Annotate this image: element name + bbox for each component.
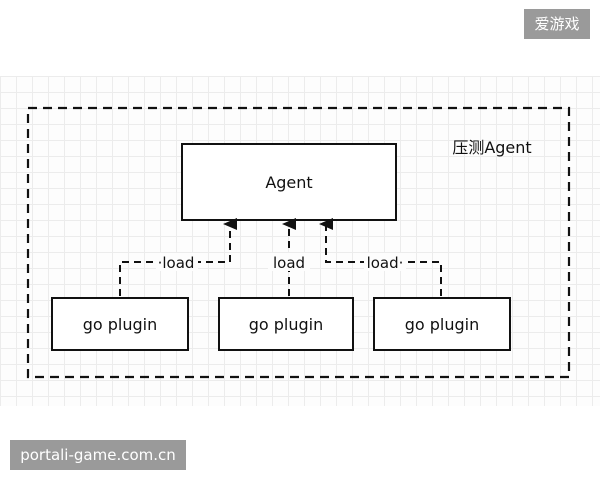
edge-label-bg-1 [156,253,198,271]
edge-label-3: load· [367,254,404,272]
agent-label: Agent [265,173,312,192]
load-edge-3 [319,218,442,296]
edge-label-bg-2 [268,253,310,271]
agent-node [181,143,397,221]
plugin-node-1 [51,297,189,351]
container-label: 压测Agent [452,138,531,157]
plugin-label-2: go plugin [249,315,324,334]
watermark-top-right: 爱游戏 [524,9,590,39]
plugin-node-3 [373,297,511,351]
plugin-label-3: go plugin [405,315,480,334]
watermark-bottom-left: portali-game.com.cn [10,440,186,470]
plugin-node-2 [218,297,354,351]
edge-label-2: load [273,254,305,272]
edge-label-1: ·load [158,254,195,272]
edge-label-bg-3 [364,253,406,271]
plugin-label-1: go plugin [83,315,158,334]
container-box [26,106,571,379]
